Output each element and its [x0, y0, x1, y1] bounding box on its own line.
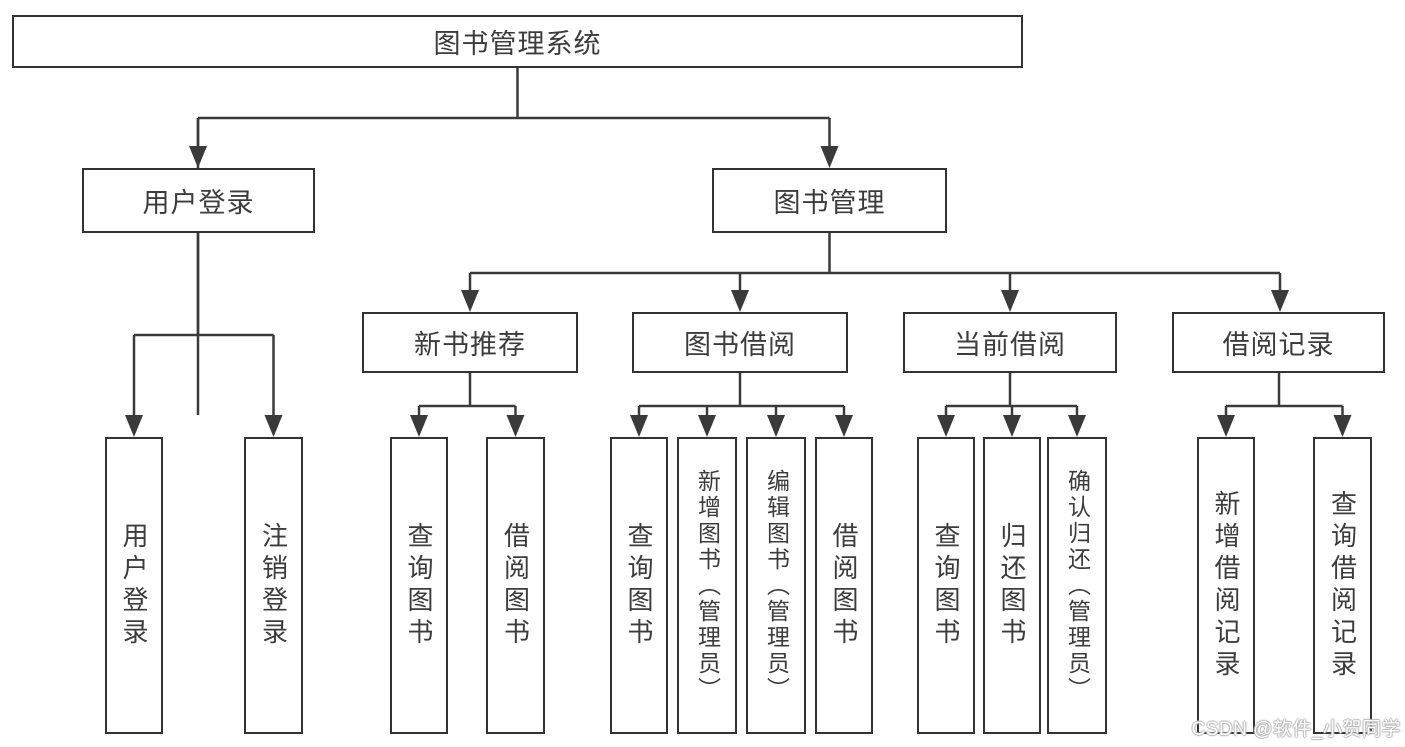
leaf-borrow-books: 借阅图书: [815, 437, 873, 734]
connector-current-borrow-to-leaves: [937, 373, 1086, 437]
arrowhead: [125, 415, 143, 437]
leaf-borrow-books-recommend: 借阅图书: [486, 437, 545, 734]
arrowhead: [189, 146, 207, 168]
arrowhead: [767, 415, 785, 437]
leaf-add-borrow-record: 新增借阅记录: [1197, 437, 1255, 734]
leaf-query-books-borrow: 查询图书: [610, 437, 668, 734]
arrowhead: [410, 415, 428, 437]
csdn-watermark: CSDN @软件_小贺同学: [1191, 719, 1401, 740]
connector-user-login-to-leaves: [125, 233, 283, 437]
node-book-management: 图书管理: [712, 168, 947, 233]
arrowhead: [264, 415, 283, 437]
node-book-borrow: 图书借阅: [632, 312, 848, 373]
leaf-query-books-current: 查询图书: [917, 437, 975, 734]
leaf-query-books-recommend: 查询图书: [390, 437, 448, 734]
node-user-login: 用户登录: [82, 168, 315, 233]
arrowhead: [630, 415, 648, 437]
leaf-user-login: 用户登录: [105, 437, 163, 734]
arrowhead: [1003, 415, 1021, 437]
connector-borrow-records-to-leaves: [1217, 373, 1352, 437]
arrowhead: [461, 290, 479, 312]
leaf-add-book-admin: 新增图书（管理员）: [677, 437, 737, 734]
connector-book-management-to-level3: [461, 233, 1289, 312]
arrowhead: [835, 415, 853, 437]
arrowhead: [820, 146, 839, 168]
arrowhead: [506, 415, 525, 437]
arrowhead: [731, 290, 749, 312]
arrowhead: [1271, 290, 1289, 312]
leaf-logout: 注销登录: [244, 437, 303, 734]
node-current-borrow: 当前借阅: [903, 312, 1117, 373]
leaf-confirm-return-admin: 确认归还（管理员）: [1047, 437, 1107, 734]
arrowhead: [1068, 415, 1086, 437]
leaf-edit-book-admin: 编辑图书（管理员）: [746, 437, 806, 734]
connector-new-book-recommend-to-leaves: [410, 373, 525, 437]
arrowhead: [1001, 290, 1019, 312]
leaf-return-book: 归还图书: [983, 437, 1041, 734]
node-new-book-recommend: 新书推荐: [362, 312, 578, 373]
leaf-query-borrow-record: 查询借阅记录: [1313, 437, 1372, 734]
arrowhead: [937, 415, 955, 437]
connector-book-borrow-to-leaves: [630, 373, 853, 437]
arrowhead: [1217, 415, 1235, 437]
arrowhead: [1333, 415, 1352, 437]
arrowhead: [698, 415, 716, 437]
node-library-management-system: 图书管理系统: [12, 15, 1023, 68]
node-borrow-records: 借阅记录: [1172, 312, 1385, 373]
